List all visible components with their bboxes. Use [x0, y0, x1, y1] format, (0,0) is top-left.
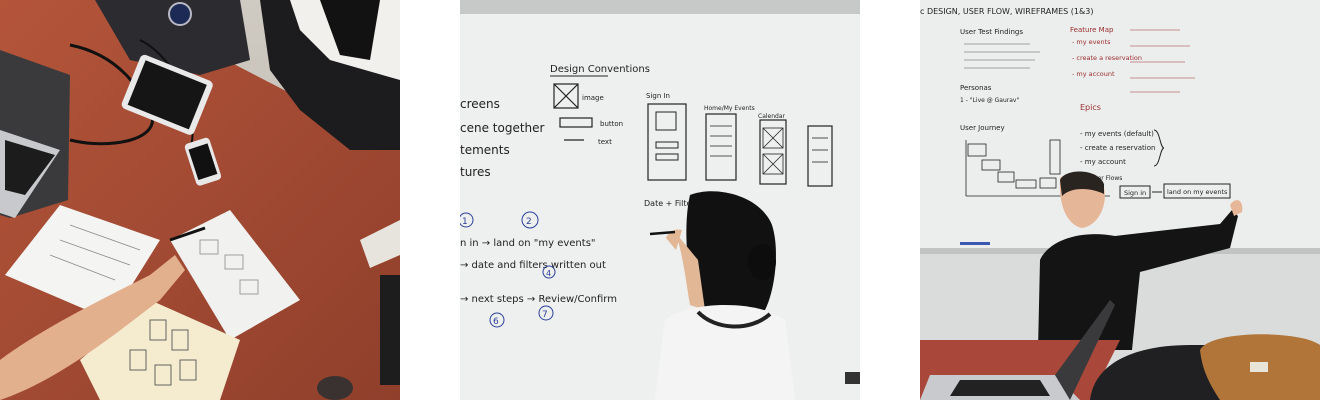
svg-text:- create a reservation: - create a reservation [1072, 54, 1142, 62]
whiteboard-user-flow-photo: c DESIGN, USER FLOW, WIREFRAMES (1&3) Us… [920, 0, 1320, 400]
svg-text:- my account: - my account [1072, 70, 1115, 78]
svg-text:n in → land on "my events": n in → land on "my events" [460, 238, 596, 249]
black-sweatshirt [1038, 210, 1238, 350]
svg-text:- create a reservation: - create a reservation [1080, 144, 1155, 152]
svg-text:text: text [598, 138, 612, 146]
notebook-wireframes [80, 300, 240, 400]
marker [649, 230, 676, 236]
svg-text:land on my events: land on my events [1167, 188, 1228, 196]
whiteboard-sketching-photo: Design Conventions image button text Sig… [460, 0, 860, 400]
svg-text:6: 6 [493, 317, 499, 327]
svg-text:→ date and filters written out: → date and filters written out [460, 260, 606, 271]
hand-holding-pen [0, 255, 185, 400]
svg-text:tures: tures [460, 165, 491, 179]
wireframe-calendar [759, 119, 787, 185]
white-sweater [655, 305, 795, 400]
svg-text:button: button [600, 120, 623, 128]
wireframe-sign-in [647, 103, 687, 181]
label-date-filters: Date + Filters [644, 199, 699, 208]
laptop-keyboard [5, 140, 55, 195]
eraser [845, 372, 860, 384]
black-bag [380, 275, 400, 385]
svg-text:- my events (default): - my events (default) [1080, 130, 1154, 138]
whiteboard-scene: Design Conventions image button text Sig… [460, 0, 860, 400]
tape-dispenser [360, 220, 400, 268]
label-design-conventions: Design Conventions [550, 64, 650, 75]
svg-text:1 - "Live @ Gaurav": 1 - "Live @ Gaurav" [960, 97, 1019, 104]
svg-text:User Test Findings: User Test Findings [960, 28, 1023, 36]
person-black-hair [686, 191, 776, 310]
flow-box-land [1163, 183, 1231, 199]
hair-bun [748, 244, 776, 280]
blue-marker [960, 242, 990, 245]
svg-text:4: 4 [546, 269, 551, 278]
smartphone [184, 137, 222, 186]
legend-icons [553, 83, 593, 141]
whiteboard-scene-2: c DESIGN, USER FLOW, WIREFRAMES (1&3) Us… [920, 0, 1320, 400]
svg-text:Personas: Personas [960, 84, 992, 92]
tablet [121, 54, 213, 135]
svg-text:creens: creens [460, 97, 500, 111]
svg-text:- my account: - my account [1080, 158, 1126, 166]
svg-text:Epics: Epics [1080, 103, 1101, 112]
office-chair [95, 0, 250, 75]
svg-text:Sign in: Sign in [1124, 189, 1146, 197]
svg-text:1: 1 [462, 217, 468, 227]
svg-text:Sign In: Sign In [646, 92, 670, 100]
svg-text:- my events: - my events [1072, 38, 1111, 46]
pen [169, 226, 206, 242]
svg-text:tements: tements [460, 143, 510, 157]
drink-can [317, 376, 353, 400]
svg-text:User Journey: User Journey [960, 124, 1005, 132]
whiteboard [920, 0, 1320, 250]
whiteboard [460, 14, 860, 400]
svg-text:Calendar: Calendar [758, 113, 786, 120]
sketch-paper-right [170, 210, 300, 340]
meeting-table-photo [0, 0, 400, 400]
wireframe-list [807, 125, 833, 187]
svg-text:→ next steps → Review/Confirm: → next steps → Review/Confirm [460, 294, 617, 305]
svg-text:Home/My Events: Home/My Events [704, 105, 755, 112]
writing-hand [1230, 200, 1243, 216]
svg-text:cene together: cene together [460, 121, 545, 135]
svg-text:User Flows: User Flows [1090, 175, 1122, 182]
svg-text:2: 2 [526, 217, 532, 227]
flow-box-sign-in [1119, 185, 1151, 199]
wireframe-home [705, 113, 737, 181]
svg-text:7: 7 [542, 310, 548, 320]
svg-text:Feature Map: Feature Map [1070, 26, 1114, 34]
patch-badge [168, 2, 192, 26]
svg-text:c DESIGN, USER FLOW, WIREFRAME: c DESIGN, USER FLOW, WIREFRAMES (1&3) [920, 7, 1093, 16]
svg-text:image: image [582, 94, 604, 102]
meeting-table-scene [0, 0, 400, 400]
raised-arm [675, 232, 705, 310]
